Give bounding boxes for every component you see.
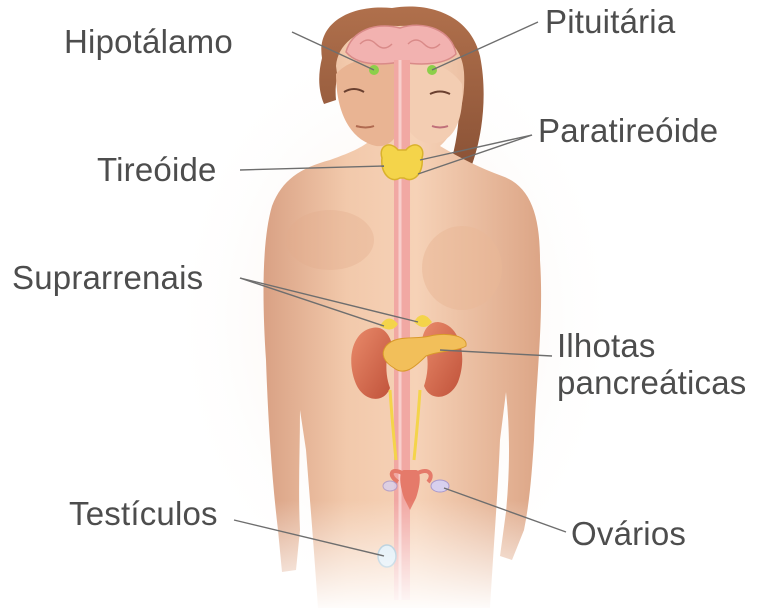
label-ilhotas-line2: pancreáticas [557,365,747,402]
label-hipotalamo: Hipotálamo [64,24,233,61]
label-pituitaria: Pituitária [545,4,675,41]
label-ovarios: Ovários [571,516,686,553]
label-ilhotas-pancreaticas: Ilhotas pancreáticas [557,328,747,402]
label-tireoide: Tireóide [97,152,217,189]
label-paratireoide: Paratireóide [538,113,718,150]
label-ilhotas-line1: Ilhotas [557,328,747,365]
ovary-right [431,480,449,492]
ovary-left [383,481,397,491]
chest-shading-left [286,210,374,270]
label-suprarrenais: Suprarrenais [12,260,203,297]
label-testiculos: Testículos [69,496,218,533]
thyroid-gland [381,145,423,180]
chest-shading-right [422,226,502,310]
